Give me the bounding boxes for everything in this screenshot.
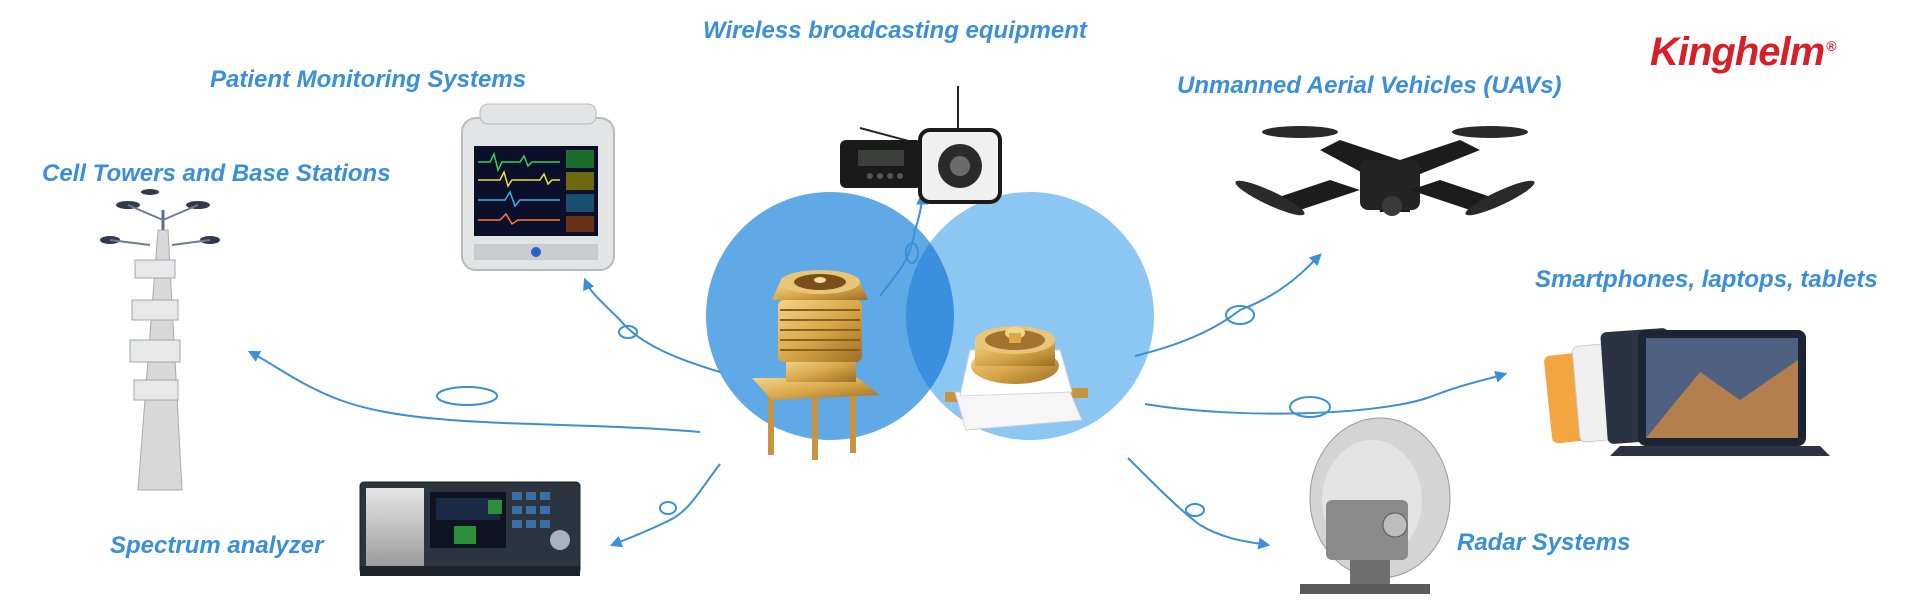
label-patient: Patient Monitoring Systems — [210, 66, 527, 93]
arrow-to-wireless — [879, 192, 928, 297]
arrow-to-spectrum — [609, 463, 721, 548]
cell-tower-icon — [100, 189, 220, 491]
arrow-to-cell — [247, 350, 701, 433]
drone-icon — [1235, 126, 1535, 216]
sma-connector-icon — [752, 270, 880, 460]
registered-mark: ® — [1826, 37, 1836, 54]
patient-monitor-icon — [461, 103, 615, 271]
arrows — [247, 192, 1508, 550]
brand-logo: Kinghelm® — [1650, 30, 1837, 75]
brand-name: Kinghelm — [1650, 30, 1825, 74]
arrow-to-patient — [583, 277, 721, 373]
tablet-laptop-icon — [1544, 328, 1830, 456]
label-smartphones: Smartphones, laptops, tablets — [1535, 266, 1878, 293]
arrow-to-smart — [1144, 371, 1508, 415]
label-spectrum: Spectrum analyzer — [110, 532, 324, 559]
arrow-loop — [436, 386, 498, 406]
label-uav: Unmanned Aerial Vehicles (UAVs) — [1177, 72, 1562, 99]
radio-speaker-icon — [840, 86, 1002, 204]
radar-dish-icon — [1300, 417, 1451, 594]
spectrum-analyzer-icon — [359, 481, 581, 576]
label-wireless: Wireless broadcasting equipment — [703, 17, 1087, 44]
mhf-connector-icon — [945, 326, 1088, 431]
label-cell: Cell Towers and Base Stations — [42, 160, 391, 187]
arrow-to-uav — [1134, 253, 1322, 357]
arrow-to-radar — [1127, 457, 1271, 550]
label-radar: Radar Systems — [1457, 529, 1631, 556]
